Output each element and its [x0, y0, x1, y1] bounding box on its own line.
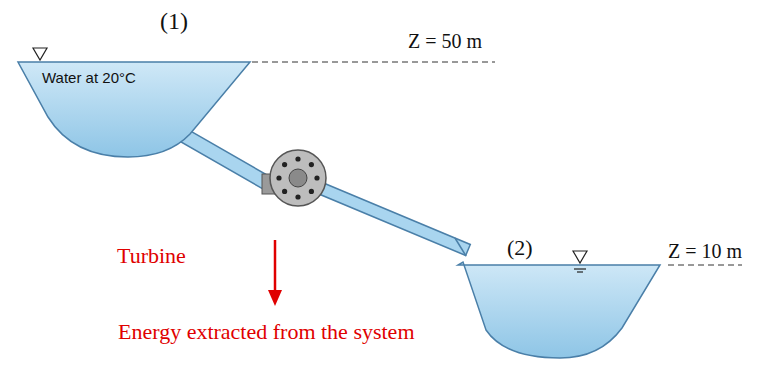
note-label: Energy extracted from the system — [118, 320, 415, 344]
reservoir: Water at 20°C — [18, 62, 250, 157]
lower-reservoir-wall — [455, 238, 466, 256]
level-line — [668, 265, 742, 266]
turbine-symbol — [262, 150, 326, 206]
station-number: (1) — [160, 8, 188, 34]
inlet-pipe — [175, 126, 276, 192]
energy-arrow — [268, 240, 282, 306]
outlet-pipe — [318, 183, 471, 256]
station-number: (2) — [507, 236, 533, 260]
component-label: Turbine — [117, 244, 186, 268]
level-line — [252, 62, 495, 63]
lower-reservoir — [458, 262, 660, 358]
surface-marker — [573, 251, 587, 272]
elevation-label: Z = 10 m — [668, 240, 742, 262]
elevation-label: Z = 50 m — [408, 30, 482, 52]
fluid-label: Water at 20°C — [42, 70, 136, 87]
